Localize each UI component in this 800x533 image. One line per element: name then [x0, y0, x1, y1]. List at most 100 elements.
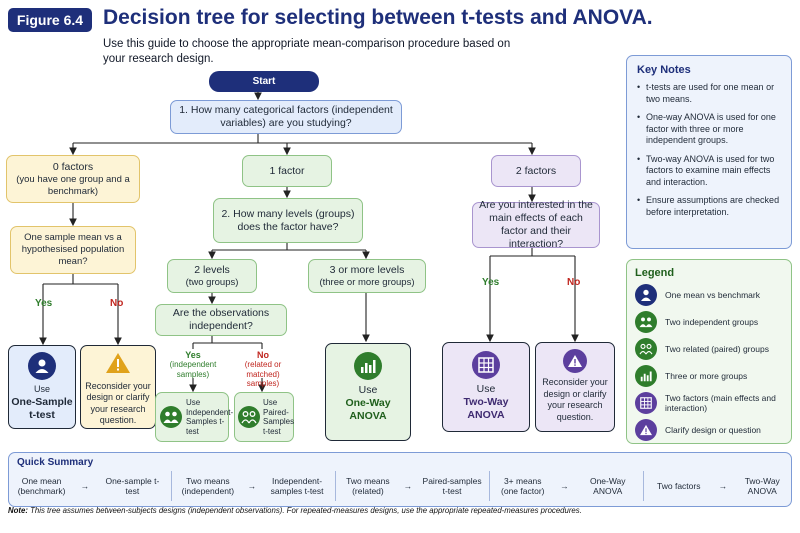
warning-icon — [563, 349, 587, 373]
zero-factors-box: 0 factors (you have one group and a benc… — [6, 155, 140, 203]
one-way-line2: One-Way ANOVA — [345, 397, 391, 422]
one-way-anova-result-box: Use One-Way ANOVA — [325, 343, 411, 441]
benchmark-question-box: One sample mean vs a hypothesised popula… — [10, 226, 136, 274]
independent-yes-group: Yes (independent samples) — [163, 350, 223, 379]
quick-summary-panel: Quick Summary One mean (benchmark) → One-s… — [8, 452, 792, 507]
summary-item: Two means (independent) → Independent-samp… — [173, 470, 333, 502]
summary-to: One-sample t-test — [105, 476, 160, 496]
independent-no-label: No — [257, 350, 269, 360]
independent-no-group: No (related or matched) samples) — [232, 350, 294, 389]
independent-result-box: Use Independent-Samples t-test — [155, 392, 233, 442]
arrow-right-icon: → — [247, 481, 257, 491]
one-sample-line1: Use — [33, 384, 50, 394]
independent-result-text: Use Independent-Samples t-test — [186, 398, 234, 436]
two-no-label: No — [567, 277, 581, 288]
grid-icon — [472, 351, 500, 379]
summary-divider — [335, 471, 336, 501]
legend-label: Two factors (main effects and interactio… — [665, 393, 776, 413]
paired-groups-icon — [635, 338, 657, 360]
legend-label: One mean vs benchmark — [665, 290, 760, 300]
one-sample-line2: One-Sample t-test — [11, 395, 73, 421]
summary-item: One mean (benchmark) → One-sample t-test — [9, 470, 169, 502]
summary-from: Two factors — [657, 481, 701, 491]
two-levels-box: 2 levels (two groups) — [167, 259, 257, 293]
key-note-item: Two-way ANOVA is used for two factors to… — [637, 154, 781, 189]
arrow-right-icon: → — [560, 481, 569, 491]
legend-panel: Legend One mean vs benchmark Two indepen… — [626, 259, 792, 444]
summary-to: One-Way ANOVA — [589, 476, 626, 496]
three-levels-box: 3 or more levels (three or more groups) — [308, 259, 426, 293]
paired-groups-icon — [238, 406, 260, 428]
summary-from: 3+ means (one factor) — [501, 476, 545, 496]
question-2-box: 2. How many levels (groups) does the fac… — [213, 198, 363, 243]
summary-from: One mean (benchmark) — [17, 476, 66, 496]
independent-no-sub: (related or matched) samples) — [244, 360, 282, 388]
one-way-line1: Use — [358, 384, 378, 396]
zero-reconsider-box: Reconsider your design or clarify your r… — [80, 345, 156, 429]
summary-item: Two means (related)→Paired-samples t-tes… — [337, 470, 487, 502]
grid-icon — [635, 392, 657, 414]
legend-item: Clarify design or question — [635, 419, 783, 441]
summary-to: Two-Way ANOVA — [744, 476, 780, 496]
summary-item: Two factors → Two-Way ANOVA — [645, 470, 791, 502]
independence-question-box: Are the observations independent? — [155, 304, 287, 336]
figure-label: Figure 6.4 — [8, 8, 92, 32]
legend-item: One mean vs benchmark — [635, 284, 783, 306]
independent-yes-label: Yes — [185, 350, 201, 360]
independent-yes-sub: (independent samples) — [169, 360, 217, 379]
three-levels-title: 3 or more levels — [329, 263, 405, 276]
summary-item: 3+ means (one factor) → One-Way ANOVA — [491, 470, 641, 502]
one-sample-result-box: Use One-Sample t-test — [8, 345, 76, 429]
interaction-question-box: Are you interested in the main effects o… — [472, 199, 600, 250]
legend-label: Two independent groups — [665, 317, 759, 327]
key-notes-title: Key Notes — [637, 64, 691, 76]
zero-no-label: No — [110, 298, 124, 309]
key-notes-panel: Key Notes t-tests are used for one mean … — [626, 55, 792, 249]
two-levels-desc: (two groups) — [185, 276, 239, 288]
summary-divider — [489, 471, 490, 501]
bar-chart-icon — [635, 365, 657, 387]
summary-divider — [643, 471, 644, 501]
key-note-item: Ensure assumptions are checked before in… — [637, 195, 781, 218]
arrow-right-icon: → — [80, 481, 90, 491]
legend-item: Two related (paired) groups — [635, 338, 783, 360]
legend-label: Three or more groups — [665, 371, 748, 381]
summary-from: Two means (independent) — [181, 476, 235, 496]
one-factor-box: 1 factor — [242, 155, 332, 187]
two-groups-icon — [635, 311, 657, 333]
legend-item: Three or more groups — [635, 365, 783, 387]
diagram-subtitle: Use this guide to choose the appropriate… — [103, 38, 511, 65]
two-groups-icon — [160, 406, 182, 428]
bar-chart-icon — [354, 352, 382, 380]
person-icon — [635, 284, 657, 306]
warning-icon — [635, 419, 657, 441]
diagram-title: Decision tree for selecting between t-te… — [103, 6, 653, 29]
two-way-line2: Two-Way ANOVA — [463, 396, 509, 421]
two-reconsider-text: Reconsider your design or clarify your r… — [542, 377, 608, 422]
legend-item: Two independent groups — [635, 311, 783, 333]
quick-summary-title: Quick Summary — [17, 457, 94, 468]
arrow-right-icon: → — [718, 481, 728, 491]
two-reconsider-box: Reconsider your design or clarify your r… — [535, 342, 615, 432]
zero-factors-title: 0 factors — [52, 160, 94, 173]
summary-to: Independent-samples t-test — [270, 476, 324, 496]
two-levels-title: 2 levels — [194, 263, 230, 276]
footnote-text: This tree assumes between-subjects desig… — [30, 506, 582, 515]
warning-icon — [105, 352, 131, 378]
key-note-item: t-tests are used for one mean or two mea… — [637, 82, 781, 105]
two-yes-label: Yes — [482, 277, 500, 288]
legend-label: Two related (paired) groups — [665, 344, 769, 354]
question-1-box: 1. How many categorical factors (indepen… — [170, 100, 402, 134]
two-way-line1: Use — [476, 383, 496, 395]
summary-divider — [171, 471, 172, 501]
person-icon — [28, 352, 56, 380]
legend-label: Clarify design or question — [665, 425, 761, 435]
start-node: Start — [209, 71, 319, 92]
paired-result-text: Use Paired-Samples t-test — [263, 398, 295, 436]
footnote-label: Note: — [8, 506, 28, 515]
two-way-anova-result-box: Use Two-Way ANOVA — [442, 342, 530, 432]
three-levels-desc: (three or more groups) — [319, 276, 415, 288]
key-note-item: One-way ANOVA is used for one factor wit… — [637, 112, 781, 147]
footnote: Note: This tree assumes between-subjects… — [8, 506, 608, 516]
